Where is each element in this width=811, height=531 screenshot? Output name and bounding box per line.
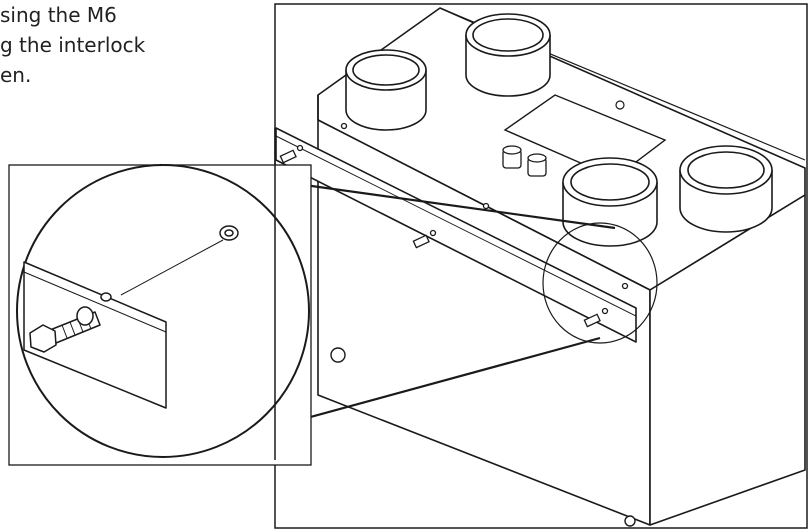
bolt bbox=[279, 122, 348, 164]
spigot-rear-right bbox=[465, 13, 551, 97]
access-panel bbox=[503, 94, 667, 179]
instruction-text: sing the M6 g the interlock en. bbox=[0, 0, 250, 90]
spigot-front-right bbox=[679, 145, 773, 233]
instruction-line-3: en. bbox=[0, 63, 32, 87]
corner-hole bbox=[330, 347, 346, 363]
instruction-line-2: g the interlock bbox=[0, 33, 146, 57]
bolt bbox=[583, 282, 629, 328]
corner-hole bbox=[624, 515, 636, 527]
detail-bolt bbox=[29, 306, 101, 353]
cable-glands bbox=[502, 145, 547, 177]
detail-bracket-plate bbox=[23, 261, 167, 409]
callout-circle bbox=[542, 222, 658, 344]
instruction-line-1: sing the M6 bbox=[0, 3, 117, 27]
detail-inset bbox=[8, 164, 312, 466]
spigot-front-left bbox=[562, 157, 658, 247]
duct-spigots bbox=[345, 13, 773, 247]
spigot-rear-left bbox=[345, 49, 427, 131]
bolt bbox=[412, 202, 490, 249]
bracket-bolts bbox=[279, 122, 629, 328]
